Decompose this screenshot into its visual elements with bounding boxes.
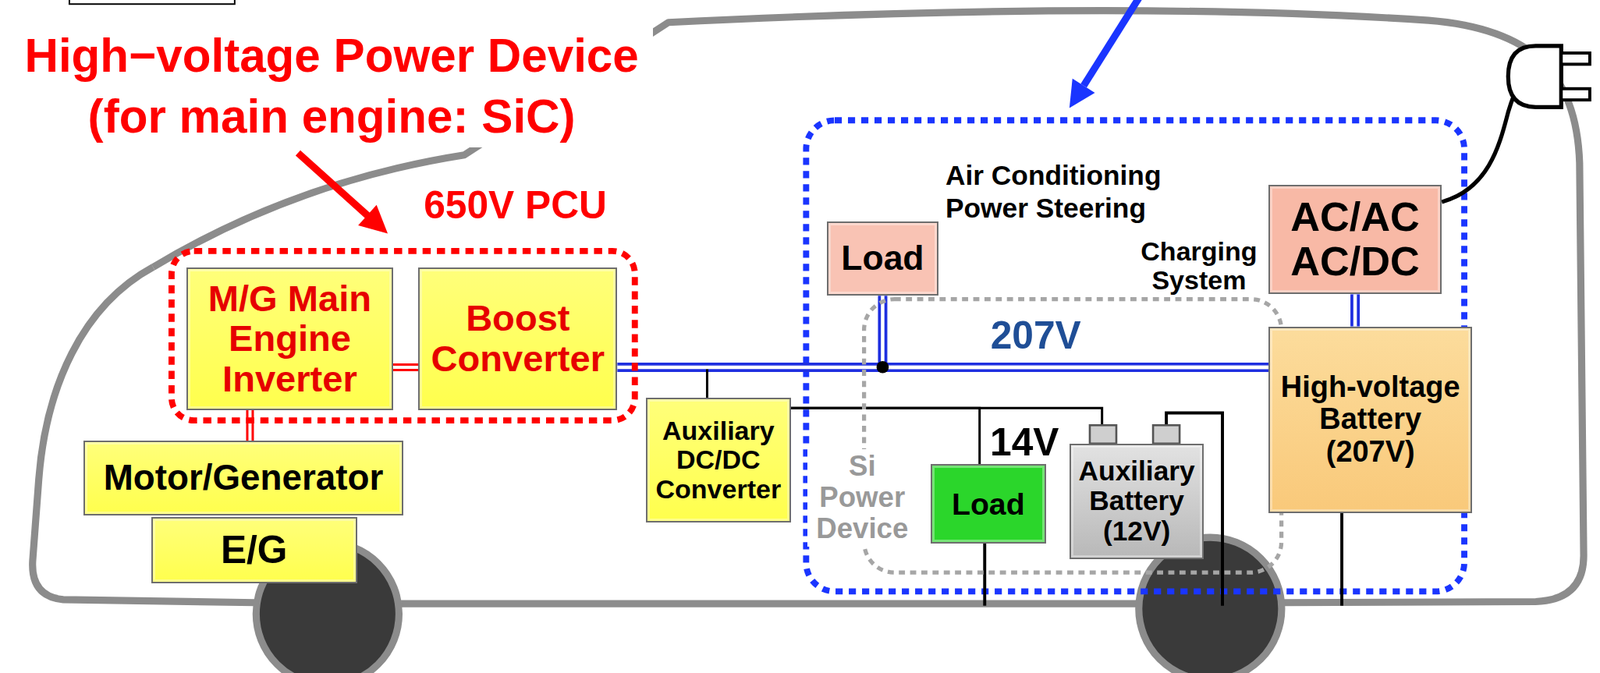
ground-wire	[1340, 513, 1344, 607]
box-label: Load	[936, 487, 1040, 522]
plug-prong	[1560, 53, 1590, 64]
component-box: Boost Converter	[418, 267, 618, 411]
connector-core-group	[249, 294, 1356, 441]
plug-body	[1507, 46, 1561, 107]
component-box: Load	[826, 221, 940, 296]
load-description: Air Conditioning Power Steering	[945, 159, 1178, 226]
component-box: High-voltage Battery (207V)	[1268, 326, 1473, 514]
box-label: Auxiliary DC/DC Converter	[652, 416, 785, 504]
voltage-label: 14V	[989, 421, 1059, 465]
callout-arrow-shaft	[1083, 0, 1141, 86]
box-label: E/G	[156, 528, 352, 572]
dashed-outline-shape	[171, 251, 636, 421]
callout-arrow-shaft	[298, 152, 370, 217]
connector-core	[393, 365, 419, 369]
connector-core	[1353, 294, 1358, 327]
box-label: M/G Main Engine Inverter	[195, 278, 385, 400]
voltage-label: 207V	[990, 314, 1082, 358]
region-heading: 650V PCU	[423, 184, 607, 228]
connector-group	[249, 294, 1356, 465]
plug-cord	[1441, 81, 1521, 203]
wire	[706, 367, 1268, 398]
box-label: Auxiliary Battery (12V)	[1075, 456, 1199, 548]
power-bus	[882, 295, 1268, 368]
plug-prong	[1560, 88, 1590, 100]
power-bus	[1350, 294, 1360, 327]
component-box: E/G	[151, 517, 358, 584]
power-bus	[393, 363, 419, 372]
connector-core	[248, 410, 252, 441]
box-label: Boost Converter	[426, 298, 610, 380]
dashed-outline-shape	[864, 298, 1282, 573]
component-box: Auxiliary Battery (12V)	[1069, 443, 1205, 560]
region-heading: Si Power Device	[807, 449, 917, 547]
car-floor-line	[400, 600, 1137, 608]
box-label: AC/AC AC/DC	[1276, 195, 1434, 285]
callout-arrow-head	[1069, 78, 1096, 109]
junction-dot	[876, 361, 890, 374]
component-box: AC/AC AC/DC	[1268, 184, 1442, 295]
cropped-frame	[69, 0, 235, 4]
callout-title: High−voltage Power Device (for main engi…	[10, 25, 653, 148]
battery-terminal	[1152, 425, 1180, 444]
box-label: Motor/Generator	[92, 458, 395, 498]
box-label: High-voltage Battery (207V)	[1276, 371, 1465, 469]
connector-core	[882, 295, 1268, 368]
callout-arrow-head	[358, 205, 388, 235]
region-label: Charging System	[1132, 237, 1265, 296]
ground-wire	[982, 543, 987, 607]
component-box: Auxiliary DC/DC Converter	[645, 397, 792, 523]
component-box: Load	[930, 464, 1047, 544]
box-label: Load	[832, 239, 933, 278]
dashed-region: 650V PCUM/G Main Engine InverterBoost Co…	[168, 248, 639, 424]
component-box: Motor/Generator	[83, 440, 403, 515]
battery-terminal	[1089, 425, 1117, 444]
component-box: M/G Main Engine Inverter	[186, 267, 393, 411]
power-bus	[245, 410, 254, 441]
